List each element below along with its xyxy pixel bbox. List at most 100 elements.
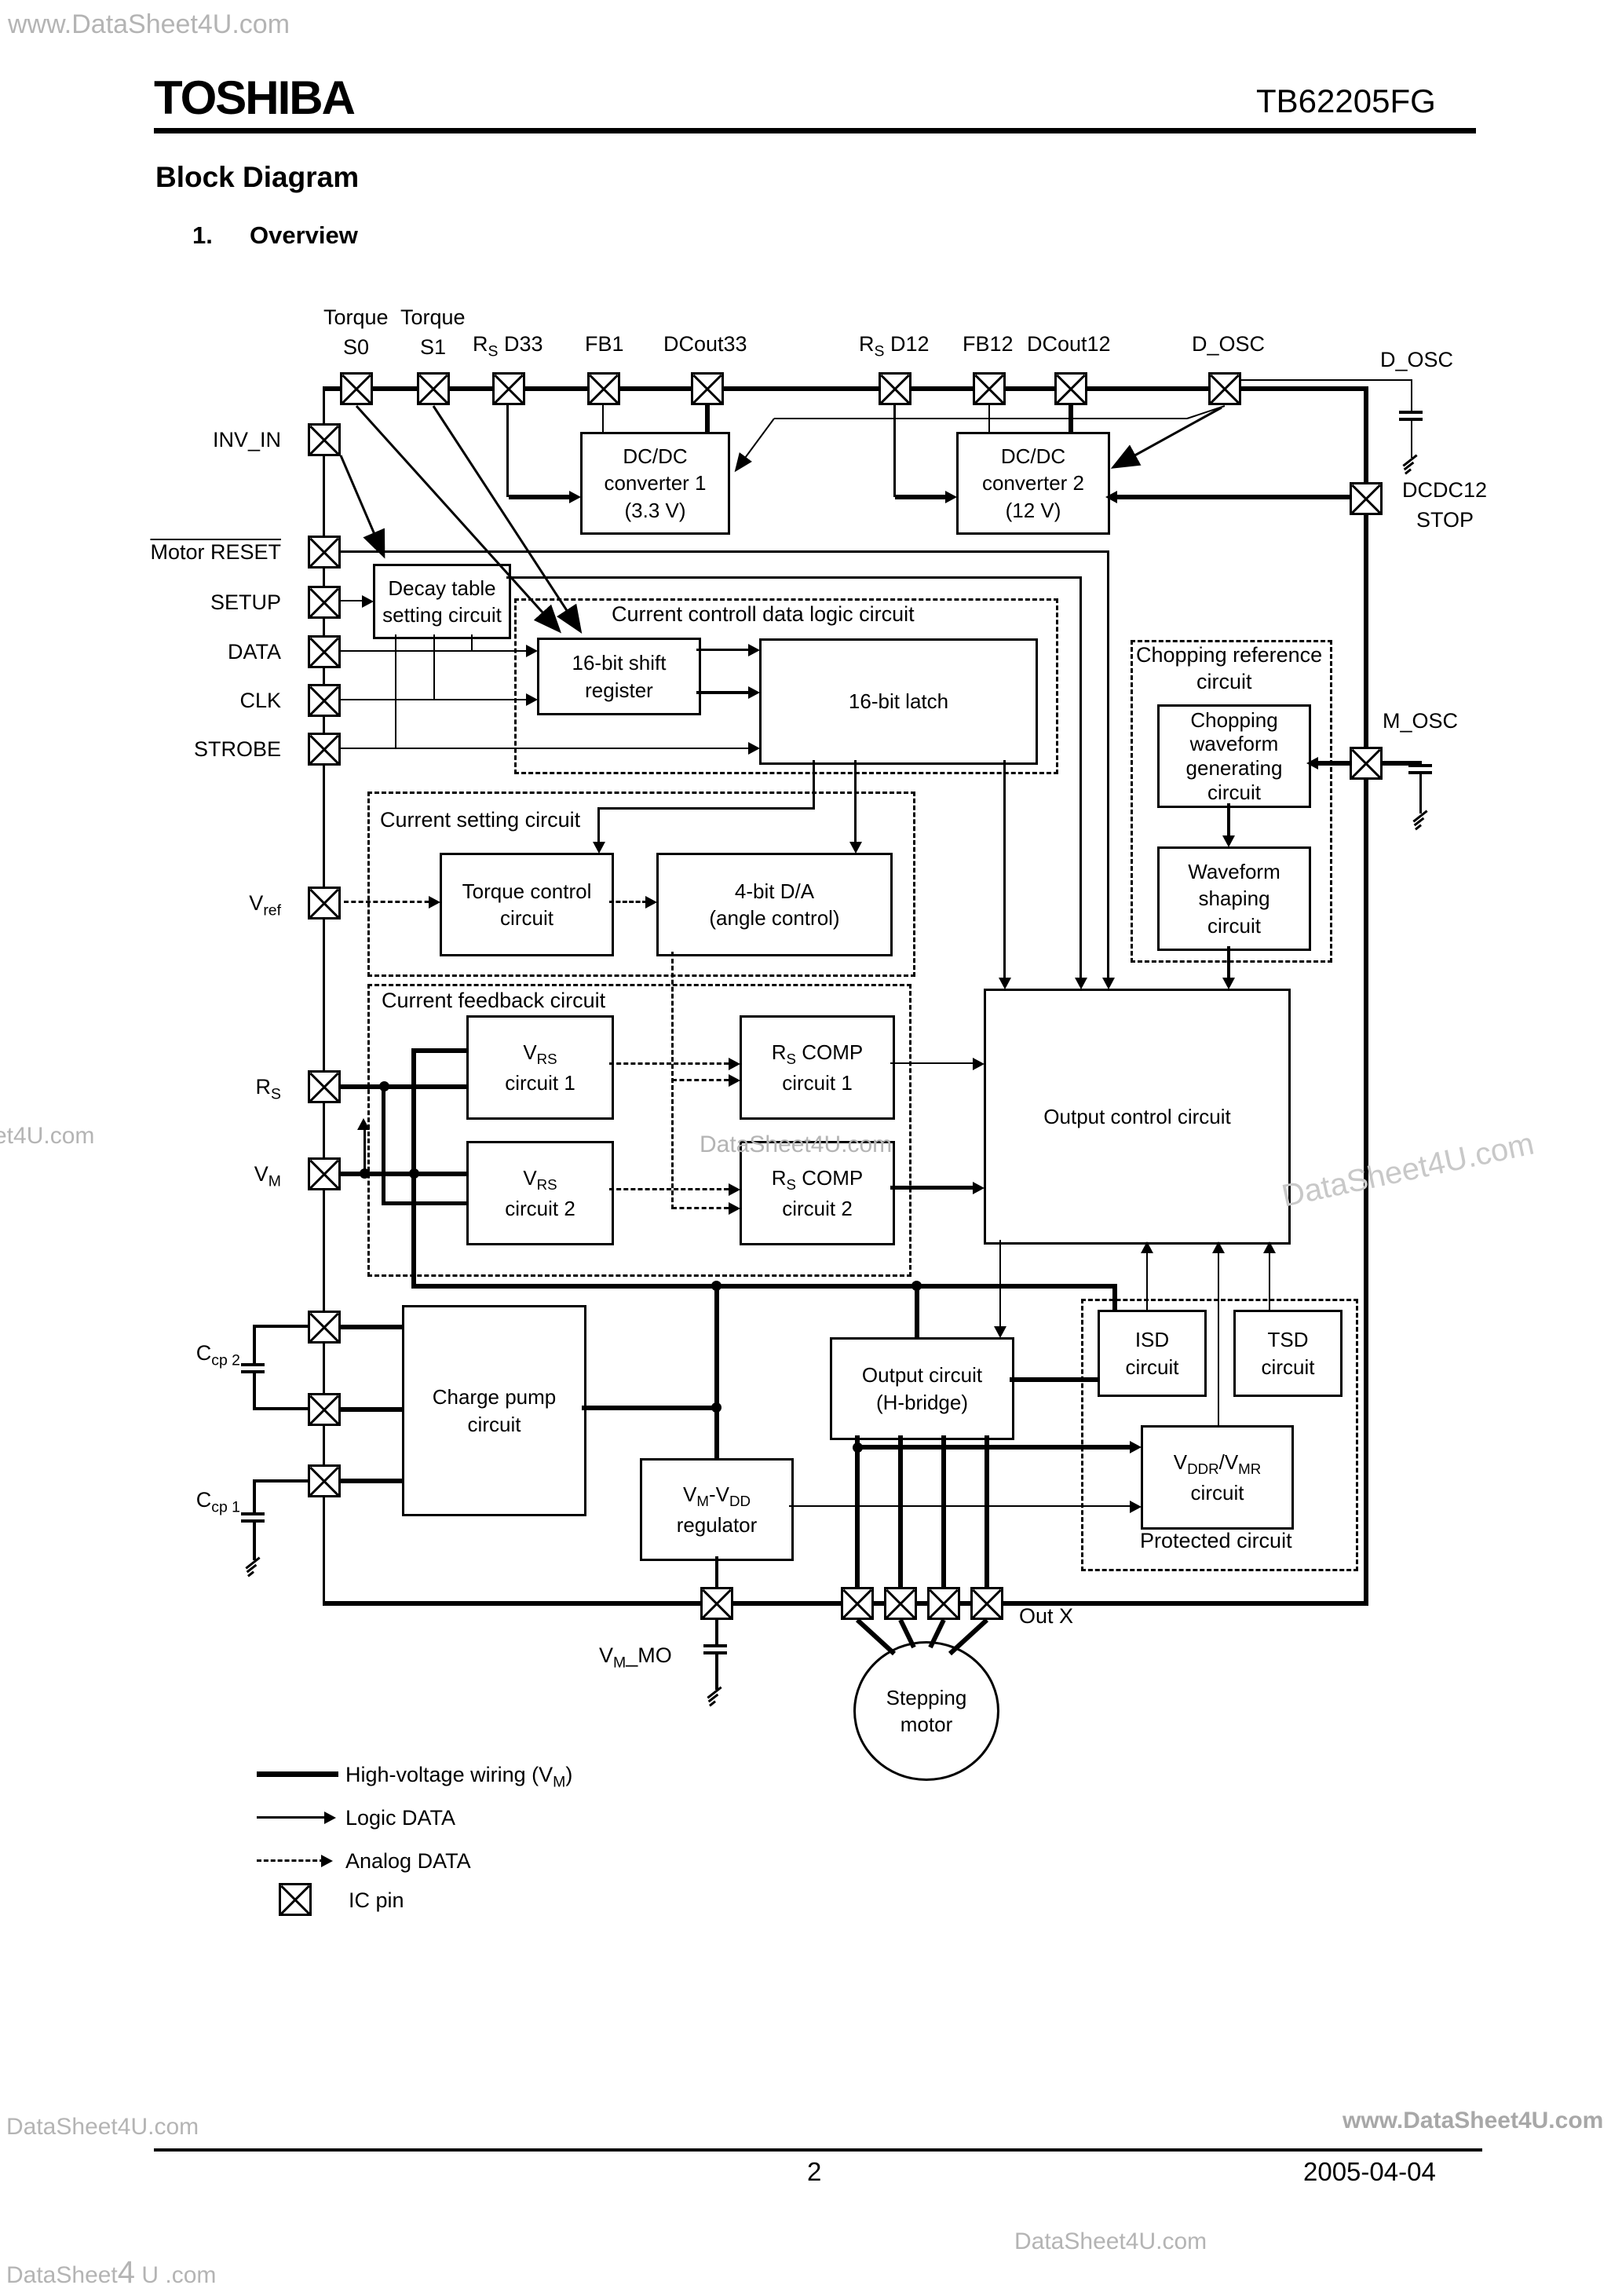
footer-date: 2005-04-04 bbox=[1303, 2157, 1436, 2186]
wire bbox=[382, 1087, 385, 1205]
wire bbox=[254, 1325, 308, 1328]
arrow bbox=[729, 1202, 740, 1215]
legend-logic-line bbox=[257, 1816, 329, 1819]
arrow bbox=[1222, 978, 1235, 989]
pin-label-vm-mo: VM_MO bbox=[599, 1643, 672, 1672]
footer-rule bbox=[154, 2148, 1482, 2152]
arrow bbox=[1263, 1241, 1276, 1253]
wire-motor-reset bbox=[341, 550, 1109, 553]
watermark-top-left: www.DataSheet4U.com bbox=[8, 9, 290, 39]
wire bbox=[1116, 495, 1350, 499]
pin-label-inv-in: INV_IN bbox=[212, 428, 281, 452]
group-current-setting bbox=[367, 792, 915, 977]
section-number: 1. bbox=[192, 221, 213, 249]
wire bbox=[253, 1523, 256, 1560]
pin-label-dcout33: DCout33 bbox=[663, 332, 747, 356]
wire bbox=[1107, 550, 1109, 980]
wire bbox=[672, 1207, 729, 1209]
ic-pin-vm-mo bbox=[700, 1587, 733, 1620]
ic-pin-m-osc bbox=[1350, 747, 1383, 780]
wire bbox=[253, 1325, 256, 1365]
arrow bbox=[526, 693, 538, 706]
wire-rs bbox=[341, 1084, 466, 1089]
wire-top-bus bbox=[323, 386, 1368, 391]
arrow bbox=[1212, 1241, 1225, 1253]
arrow bbox=[324, 1812, 336, 1824]
wire bbox=[395, 634, 396, 749]
wire bbox=[1112, 1289, 1117, 1312]
wire bbox=[789, 1505, 1130, 1507]
pin-label-s0: S0 bbox=[343, 335, 370, 359]
arrow bbox=[1102, 978, 1115, 989]
page-number: 2 bbox=[807, 2157, 822, 2186]
wire bbox=[999, 1240, 1001, 1326]
junction bbox=[711, 1281, 721, 1291]
wire bbox=[609, 1188, 729, 1190]
capacitor-m-osc bbox=[1408, 764, 1432, 774]
junction bbox=[911, 1281, 922, 1291]
ic-pin-inv-in bbox=[308, 423, 341, 456]
wire bbox=[715, 1620, 718, 1644]
wire bbox=[506, 405, 509, 497]
pin-label-vm: VM bbox=[254, 1162, 281, 1190]
wire bbox=[915, 1289, 919, 1340]
ic-pin-rs bbox=[308, 1070, 341, 1103]
pin-label-vref: Vref bbox=[249, 891, 281, 919]
group-title-current-control-logic: Current controll data logic circuit bbox=[612, 602, 915, 626]
wire bbox=[254, 1407, 308, 1410]
wire bbox=[253, 1479, 256, 1514]
ic-pin-vm bbox=[308, 1157, 341, 1190]
legend-label-logic-data: Logic DATA bbox=[345, 1806, 456, 1830]
wire bbox=[597, 807, 600, 843]
wire bbox=[341, 1325, 402, 1329]
ic-pin-out-4 bbox=[970, 1587, 1003, 1620]
section-title: Overview bbox=[250, 221, 358, 249]
wire-vref-analog bbox=[344, 901, 437, 903]
ground-vm-mo bbox=[704, 1686, 726, 1707]
pin-label-motor-reset: Motor RESET bbox=[150, 540, 281, 564]
wire bbox=[813, 760, 815, 810]
legend-ic-pin-symbol bbox=[279, 1883, 312, 1916]
part-number: TB62205FG bbox=[1256, 82, 1436, 119]
block-4bit-da: 4-bit D/A(angle control) bbox=[656, 853, 893, 956]
wire bbox=[1227, 946, 1230, 980]
pin-label-rs-d12: RS D12 bbox=[859, 332, 930, 360]
wire bbox=[1227, 803, 1230, 835]
arrow bbox=[429, 896, 440, 909]
wire bbox=[715, 1654, 718, 1690]
capacitor-ccp1 bbox=[241, 1512, 265, 1523]
pin-label-dcdc12: DCDC12 bbox=[1402, 478, 1488, 502]
ic-pin-motor-reset bbox=[308, 536, 341, 569]
arrow bbox=[1130, 1501, 1142, 1513]
group-title-chopping-reference-2: circuit bbox=[1196, 670, 1252, 693]
arrow bbox=[357, 1118, 370, 1130]
arrow bbox=[569, 491, 581, 503]
wire-decay-out bbox=[506, 576, 1081, 579]
wire-setup bbox=[341, 600, 362, 601]
wire bbox=[1146, 1253, 1148, 1310]
wire bbox=[1218, 1253, 1219, 1425]
ic-pin-setup bbox=[308, 586, 341, 619]
pin-label-strobe: STROBE bbox=[193, 737, 281, 761]
wire bbox=[1241, 379, 1412, 381]
ground-d-osc bbox=[1400, 454, 1422, 475]
legend-label-analog-data: Analog DATA bbox=[345, 1849, 471, 1873]
legend-thick-line bbox=[257, 1771, 338, 1777]
wire-out-3 bbox=[941, 1435, 946, 1587]
watermark-bottom-center: DataSheet4U.com bbox=[1014, 2228, 1207, 2254]
wire bbox=[1080, 576, 1082, 980]
pin-label-s1: S1 bbox=[420, 335, 447, 359]
wire bbox=[1269, 1253, 1270, 1310]
watermark-bottom-left: DataSheet4 U .com bbox=[6, 2255, 217, 2290]
pin-label-m-osc: M_OSC bbox=[1383, 709, 1459, 733]
ic-pin-fb1 bbox=[587, 372, 620, 405]
watermark-mid-right: DataSheet4U.com bbox=[1278, 1126, 1537, 1214]
ic-pin-strobe bbox=[308, 733, 341, 766]
